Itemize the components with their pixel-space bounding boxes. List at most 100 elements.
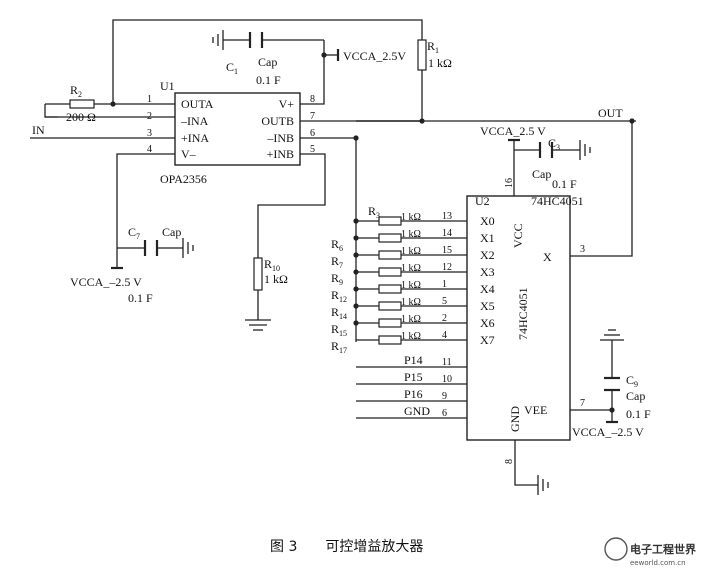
ladder-value: 1 kΩ [401, 229, 421, 240]
u2-pin-name: X0 [480, 214, 495, 228]
u2-vcc-pin-num: 16 [504, 178, 515, 188]
ground-r10 [245, 319, 271, 331]
u2-ref: U2 [475, 194, 490, 208]
ladder-ref: R9 [331, 271, 343, 287]
svg-text:R2: R2 [70, 83, 82, 99]
svg-text:Cap: Cap [532, 167, 551, 181]
capacitor-c3: VCCA_2.5 V C3 Cap 0.1 F [480, 124, 591, 191]
u2-pin-num: 15 [442, 245, 452, 256]
u2-pin-num: 5 [442, 296, 447, 307]
u2-pin-num: 14 [442, 228, 452, 239]
svg-text:VCCA_–2.5 V: VCCA_–2.5 V [572, 425, 644, 439]
svg-text:VCCA_–2.5 V: VCCA_–2.5 V [70, 275, 142, 289]
svg-text:C7: C7 [128, 225, 140, 241]
u1-pin-num: 5 [310, 144, 315, 155]
capacitor-c7: C7 Cap VCCA_–2.5 V 0.1 F [70, 225, 194, 305]
ladder-value: 1 kΩ [401, 212, 421, 223]
net-out-label: OUT [598, 106, 623, 120]
u1-part: OPA2356 [160, 172, 207, 186]
u2-pin-name: X7 [480, 333, 495, 347]
u2-pin-num: 10 [442, 374, 452, 385]
u2-x-label: X [543, 250, 552, 264]
svg-text:C3: C3 [548, 136, 560, 152]
u2-pin-name: X3 [480, 265, 495, 279]
ladder-junctions [353, 218, 359, 326]
u2-pin-name: X1 [480, 231, 495, 245]
ground-u2 [537, 475, 549, 495]
u2-pin-name: X4 [480, 282, 495, 296]
ctrl-net-label: P14 [404, 353, 423, 367]
capacitor-c9: C9 Cap 0.1 F VCCA_–2.5 V [572, 329, 651, 439]
svg-text:R1: R1 [427, 39, 439, 55]
ladder-resistor [378, 250, 402, 260]
u1-pin-name: +INA [181, 131, 209, 145]
ladder-ref: R7 [331, 254, 343, 270]
ladder-ref: R3 [368, 204, 380, 220]
u1-pin-num: 6 [310, 128, 315, 139]
u2-vee-pin-num: 7 [580, 398, 585, 409]
u2-gnd-pin-num: 8 [504, 459, 515, 464]
svg-text:C9: C9 [626, 373, 638, 389]
ladder-resistor [378, 301, 402, 311]
u1-pin-num: 7 [310, 111, 315, 122]
u2-pin-name: X6 [480, 316, 495, 330]
u1-pin-num: 1 [147, 94, 152, 105]
figure-caption: 图 3 可控增益放大器 [270, 539, 423, 555]
svg-text:0.1 F: 0.1 F [256, 73, 281, 87]
u2-pin-num: 6 [442, 408, 447, 419]
u2-pin-num: 1 [442, 279, 447, 290]
svg-text:0.1 F: 0.1 F [552, 177, 577, 191]
svg-text:C1: C1 [226, 60, 238, 76]
u2-pin-name: X2 [480, 248, 495, 262]
svg-text:R10: R10 [264, 257, 280, 273]
u2-pin-num: 12 [442, 262, 452, 273]
ladder-resistor [378, 267, 402, 277]
ladder-ref: R12 [331, 288, 347, 304]
ladder-resistor [378, 318, 402, 328]
u1-pin-name: +INB [267, 147, 294, 161]
resistor-r2: R2 200 Ω [66, 83, 96, 124]
ctrl-net-label: GND [404, 404, 430, 418]
ladder-value: 1 kΩ [401, 280, 421, 291]
ladder-resistor [378, 284, 402, 294]
svg-text:eeworld.com.cn: eeworld.com.cn [630, 559, 686, 567]
u1-pin-num: 3 [147, 128, 152, 139]
resistor-r10: R10 1 kΩ [253, 257, 288, 291]
svg-text:Cap: Cap [626, 389, 645, 403]
u1-pin-num: 8 [310, 94, 315, 105]
svg-text:0.1 F: 0.1 F [128, 291, 153, 305]
svg-text:0.1 F: 0.1 F [626, 407, 651, 421]
u1-ref: U1 [160, 79, 175, 93]
u2-vee-label: VEE [524, 403, 547, 417]
u2-pin-num: 2 [442, 313, 447, 324]
r1-value: 1 kΩ [428, 56, 452, 70]
u1-pin-name: V– [181, 147, 197, 161]
u1-pin-name: V+ [279, 97, 295, 111]
u2-part-vertical: 74HC4051 [516, 287, 530, 340]
ladder-value: 1 kΩ [401, 297, 421, 308]
r2-value: 200 Ω [66, 110, 96, 124]
svg-text:Cap: Cap [162, 225, 181, 239]
u2-pin-num: 13 [442, 211, 452, 222]
u2-pin-num: 4 [442, 330, 447, 341]
u1-pin-name: OUTB [261, 114, 294, 128]
r10-value: 1 kΩ [264, 272, 288, 286]
net-in-label: IN [32, 123, 45, 137]
ladder-resistor [378, 216, 402, 226]
u2-mux: U2 74HC4051 74HC4051 VCC 16 X 3 GND 8 VE… [442, 178, 585, 464]
ladder-ref: R14 [331, 305, 347, 321]
u1-pin-num: 4 [147, 144, 152, 155]
u1-pin-name: OUTA [181, 97, 214, 111]
u2-pin-num: 11 [442, 357, 452, 368]
u1-pin-num: 2 [147, 111, 152, 122]
ladder-ref: R6 [331, 237, 343, 253]
u2-pin-name: X5 [480, 299, 495, 313]
u2-x-pin-num: 3 [580, 244, 585, 255]
svg-text:电子工程世界: 电子工程世界 [630, 542, 696, 556]
capacitor-c1: C1 Cap 0.1 F VCCA_2.5V [212, 30, 406, 87]
supply-label: VCCA_2.5V [343, 49, 406, 63]
ctrl-net-label: P16 [404, 387, 423, 401]
